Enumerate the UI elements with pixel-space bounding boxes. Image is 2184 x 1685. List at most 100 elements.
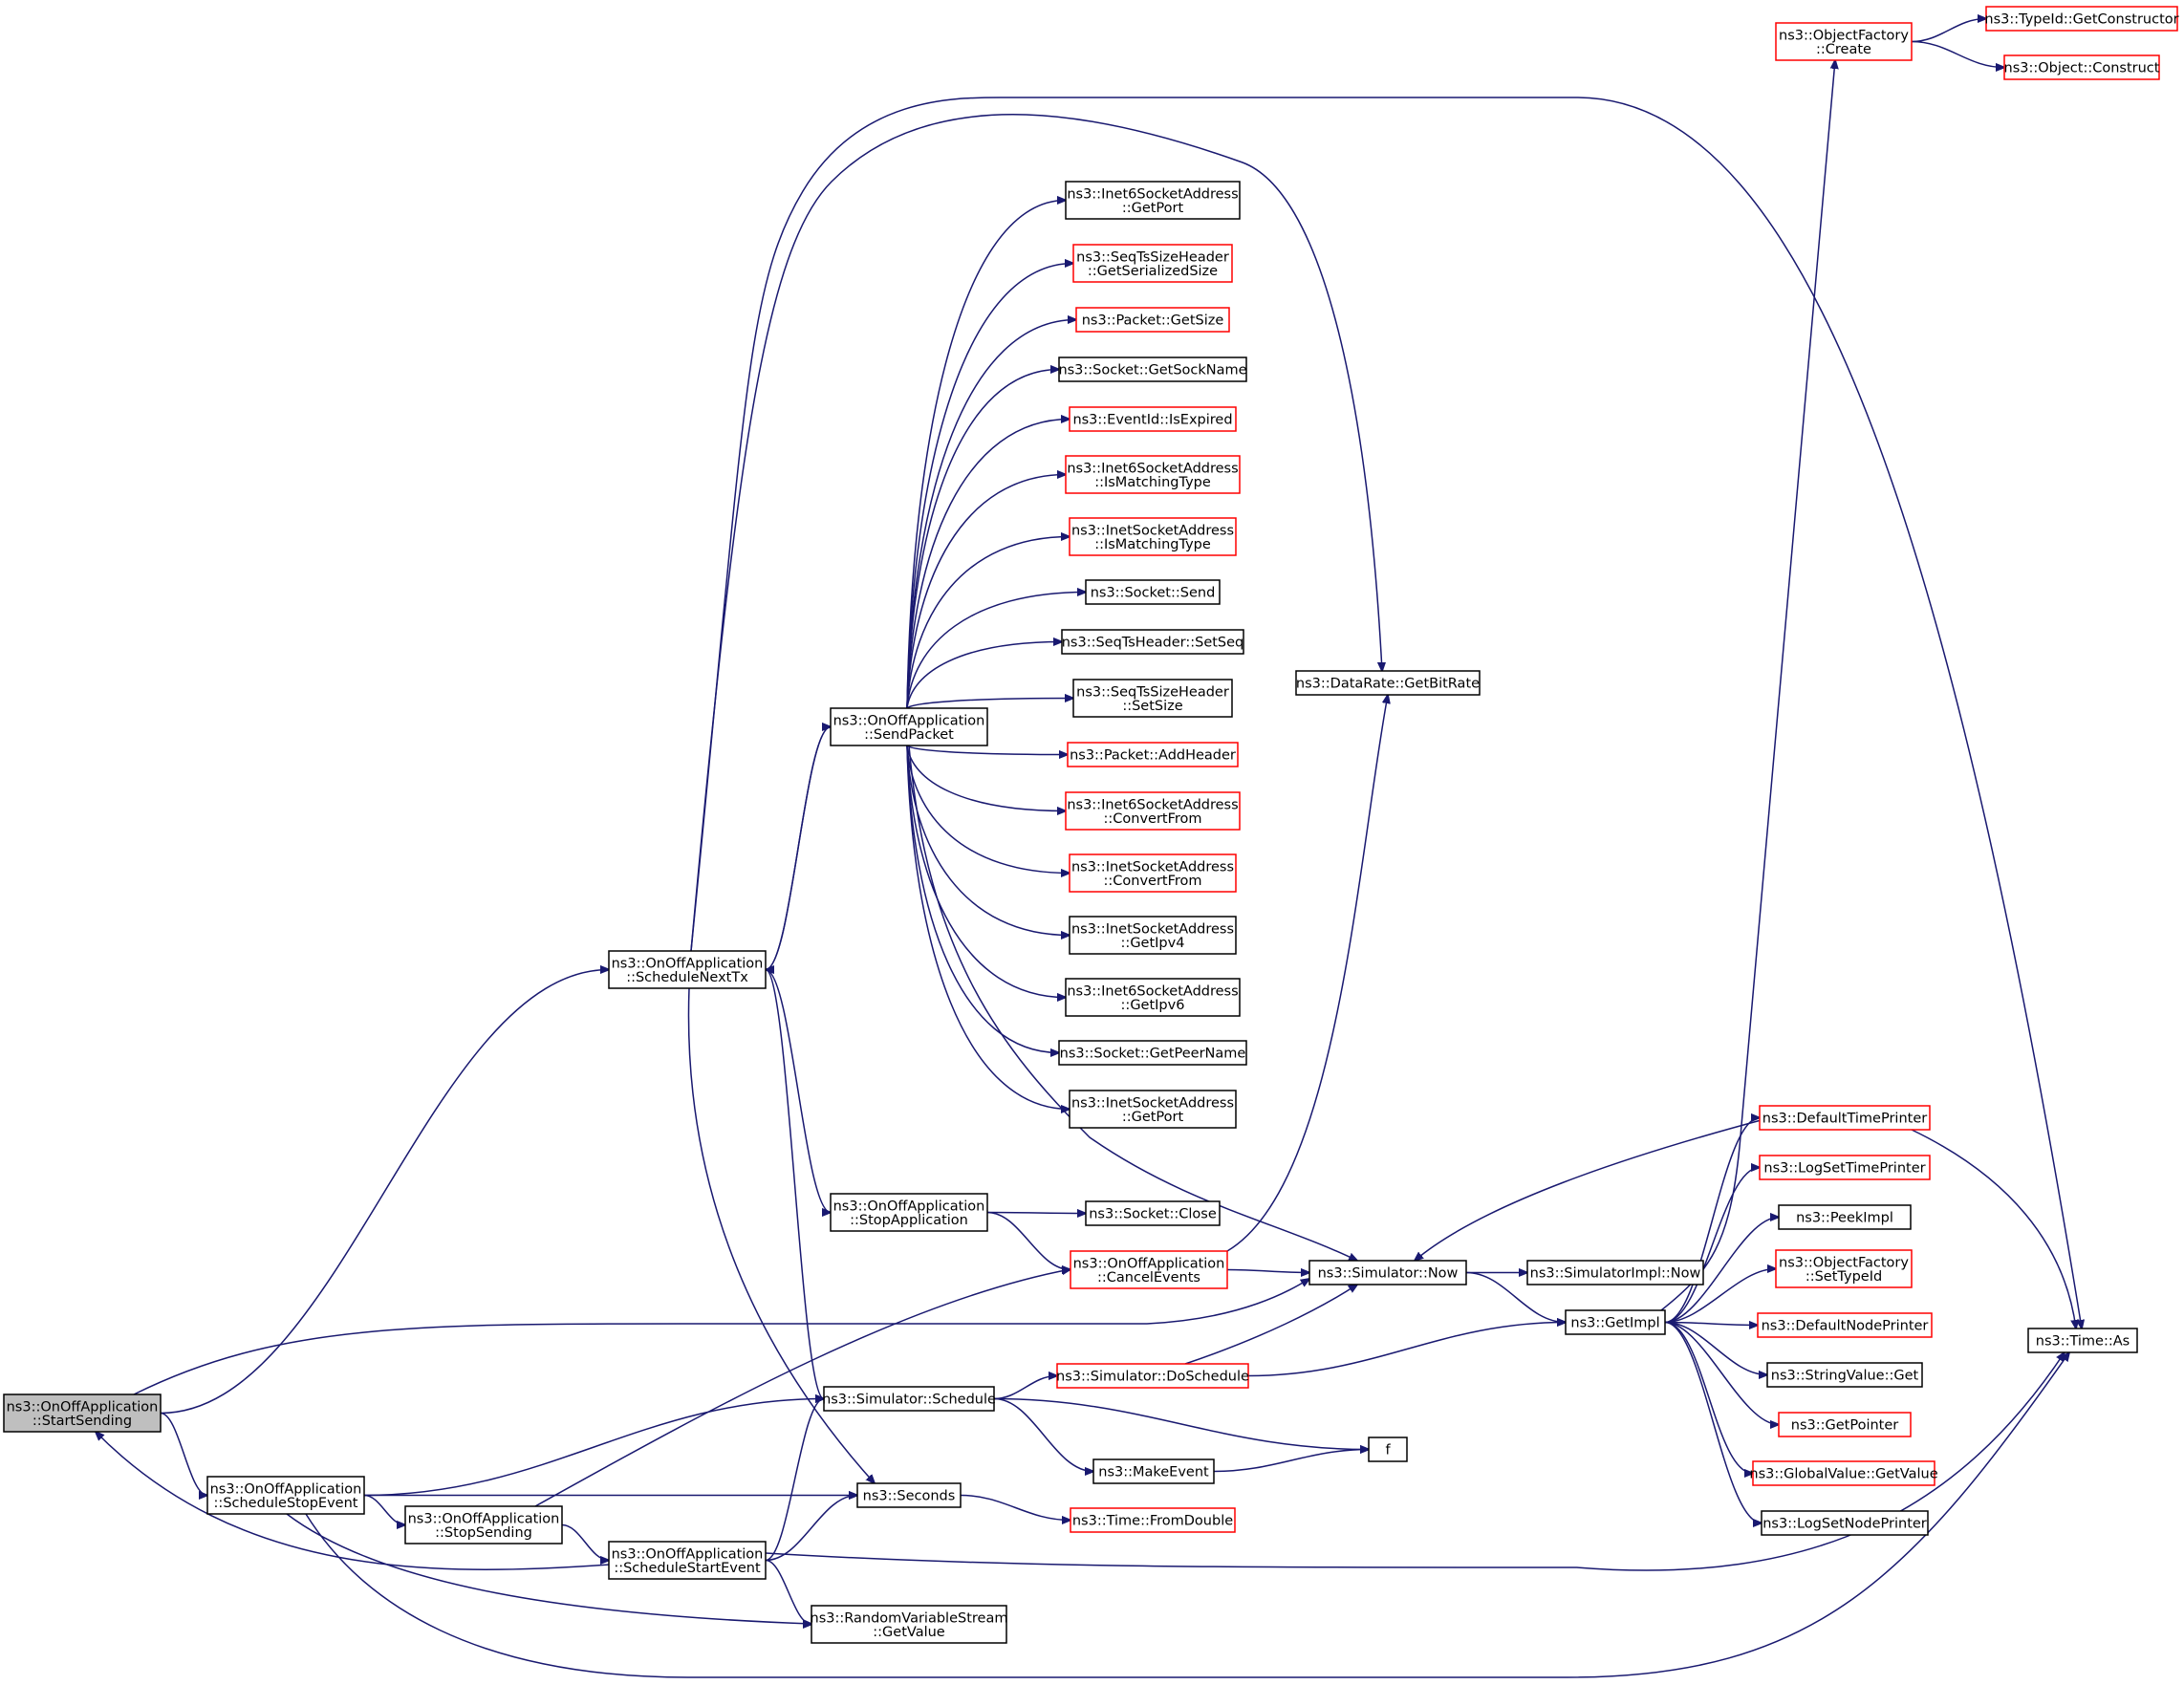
node-box: [1072, 679, 1233, 718]
node-label: ::GetIpv4: [1121, 936, 1185, 951]
node-schedule-next-tx[interactable]: ns3::OnOffApplication::ScheduleNextTx: [608, 950, 767, 989]
edge-send-packet-to-socket-send: [906, 593, 1086, 709]
edge-schedule-start-event-to-simulator-schedule: [765, 1399, 824, 1562]
node-object-construct[interactable]: ns3::Object::Construct: [2003, 54, 2160, 80]
edge-schedule-stop-event-to-simulator-schedule: [363, 1399, 824, 1497]
edge-stop-sending-to-cancel-events: [534, 1269, 1070, 1507]
node-packet-get-size[interactable]: ns3::Packet::GetSize: [1075, 307, 1230, 333]
edge-stop-application-to-cancel-events: [986, 1211, 1070, 1270]
node-inet-get-ipv4[interactable]: ns3::InetSocketAddress::GetIpv4: [1069, 916, 1237, 955]
node-inet-get-port[interactable]: ns3::InetSocketAddress::GetPort: [1069, 1090, 1237, 1129]
nodes-layer: ns3::OnOffApplication::StartSendingns3::…: [3, 6, 2179, 1644]
node-socket-close[interactable]: ns3::Socket::Close: [1085, 1200, 1221, 1226]
node-label: ns3::SimulatorImpl::Now: [1530, 1266, 1701, 1282]
node-rvs-get-value[interactable]: ns3::RandomVariableStream::GetValue: [811, 1605, 1008, 1644]
node-box: [1308, 1260, 1467, 1285]
node-box: [1065, 181, 1241, 220]
node-inet-is-matching[interactable]: ns3::InetSocketAddress::IsMatchingType: [1069, 517, 1237, 556]
node-seqts-get-serialized[interactable]: ns3::SeqTsSizeHeader::GetSerializedSize: [1072, 244, 1233, 283]
node-log-set-node-printer[interactable]: ns3::LogSetNodePrinter: [1761, 1510, 1929, 1536]
node-label: ns3::Inet6SocketAddress: [1067, 983, 1238, 999]
node-typeid-get-constructor[interactable]: ns3::TypeId::GetConstructor: [1984, 6, 2179, 32]
node-datarate-get-bitrate[interactable]: ns3::DataRate::GetBitRate: [1295, 670, 1481, 696]
node-schedule-stop-event[interactable]: ns3::OnOffApplication::ScheduleStopEvent: [206, 1476, 365, 1515]
node-inet6-convert-from[interactable]: ns3::Inet6SocketAddress::ConvertFrom: [1065, 791, 1241, 831]
node-default-time-printer[interactable]: ns3::DefaultTimePrinter: [1759, 1105, 1931, 1131]
node-label: ::CancelEvents: [1097, 1270, 1200, 1285]
edge-get-impl-to-get-pointer: [1664, 1321, 1779, 1425]
node-box: [1295, 670, 1481, 696]
node-stop-application[interactable]: ns3::OnOffApplication::StopApplication: [830, 1193, 988, 1232]
node-box: [1761, 1510, 1929, 1536]
node-simulatorimpl-now[interactable]: ns3::SimulatorImpl::Now: [1526, 1260, 1704, 1285]
node-f[interactable]: f: [1368, 1437, 1408, 1462]
edge-cancel-events-to-datarate-get-bitrate: [1226, 695, 1388, 1252]
node-label: ns3::Socket::GetPeerName: [1060, 1047, 1246, 1062]
edge-schedule-start-event-to-rvs-get-value: [765, 1559, 811, 1625]
node-socket-get-peer-name[interactable]: ns3::Socket::GetPeerName: [1058, 1040, 1247, 1066]
node-get-impl[interactable]: ns3::GetImpl: [1565, 1309, 1666, 1335]
node-object-factory-set-typeid[interactable]: ns3::ObjectFactory::SetTypeId: [1775, 1249, 1913, 1288]
node-inet6-get-ipv6[interactable]: ns3::Inet6SocketAddress::GetIpv6: [1065, 978, 1241, 1017]
edge-send-packet-to-inet6-is-matching: [906, 475, 1066, 709]
node-label: ns3::Object::Construct: [2004, 61, 2160, 76]
node-label: ns3::Inet6SocketAddress: [1067, 461, 1238, 476]
node-simulator-now[interactable]: ns3::Simulator::Now: [1308, 1260, 1467, 1285]
node-label: ::SetSize: [1122, 699, 1182, 714]
node-log-set-time-printer[interactable]: ns3::LogSetTimePrinter: [1759, 1155, 1931, 1180]
node-eventid-is-expired[interactable]: ns3::EventId::IsExpired: [1069, 406, 1237, 432]
edge-get-impl-to-global-value-get-value: [1664, 1321, 1753, 1474]
node-simulator-do-schedule[interactable]: ns3::Simulator::DoSchedule: [1056, 1363, 1249, 1389]
node-seconds[interactable]: ns3::Seconds: [856, 1482, 962, 1508]
node-box: [1085, 1200, 1221, 1226]
node-inet6-is-matching[interactable]: ns3::Inet6SocketAddress::IsMatchingType: [1065, 455, 1241, 494]
node-label: f: [1385, 1443, 1391, 1458]
node-string-value-get[interactable]: ns3::StringValue::Get: [1766, 1362, 1923, 1388]
edge-send-packet-to-inet6-get-port: [906, 201, 1066, 709]
node-label: ns3::Simulator::DoSchedule: [1056, 1370, 1249, 1385]
edge-get-impl-to-object-factory-set-typeid: [1664, 1269, 1776, 1324]
edge-simulator-now-to-get-impl: [1465, 1271, 1566, 1323]
node-label: ns3::OnOffApplication: [833, 713, 985, 728]
edge-object-factory-create-to-typeid-get-constructor: [1911, 19, 1986, 43]
node-box: [1757, 1312, 1933, 1338]
edge-send-packet-to-seqts-get-serialized: [906, 264, 1073, 709]
node-default-node-printer[interactable]: ns3::DefaultNodePrinter: [1757, 1312, 1933, 1338]
node-box: [1070, 1250, 1228, 1289]
node-box: [1058, 1040, 1247, 1066]
node-stop-sending[interactable]: ns3::OnOffApplication::StopSending: [404, 1505, 563, 1545]
node-label: ns3::Simulator::Schedule: [822, 1393, 996, 1408]
node-seqts-set-seq[interactable]: ns3::SeqTsHeader::SetSeq: [1061, 629, 1244, 655]
node-seqts-set-size[interactable]: ns3::SeqTsSizeHeader::SetSize: [1072, 679, 1233, 718]
node-object-factory-create[interactable]: ns3::ObjectFactory::Create: [1775, 22, 1913, 61]
node-send-packet[interactable]: ns3::OnOffApplication::SendPacket: [830, 707, 988, 746]
node-socket-get-sock-name[interactable]: ns3::Socket::GetSockName: [1058, 356, 1247, 382]
node-global-value-get-value[interactable]: ns3::GlobalValue::GetValue: [1749, 1460, 1938, 1486]
node-box: [1070, 1507, 1236, 1533]
node-label: ns3::Simulator::Now: [1318, 1266, 1459, 1282]
node-box: [811, 1605, 1007, 1644]
node-simulator-schedule[interactable]: ns3::Simulator::Schedule: [822, 1386, 996, 1412]
node-inet6-get-port[interactable]: ns3::Inet6SocketAddress::GetPort: [1065, 181, 1241, 220]
edge-get-impl-to-log-set-node-printer: [1664, 1321, 1762, 1523]
node-schedule-start-event[interactable]: ns3::OnOffApplication::ScheduleStartEven…: [608, 1541, 767, 1580]
node-start-sending[interactable]: ns3::OnOffApplication::StartSending: [3, 1393, 162, 1433]
node-time-as[interactable]: ns3::Time::As: [2027, 1328, 2138, 1353]
node-make-event[interactable]: ns3::MakeEvent: [1092, 1458, 1215, 1484]
node-inet-convert-from[interactable]: ns3::InetSocketAddress::ConvertFrom: [1069, 853, 1237, 893]
node-socket-send[interactable]: ns3::Socket::Send: [1085, 579, 1221, 605]
node-peek-impl[interactable]: ns3::PeekImpl: [1778, 1204, 1912, 1230]
node-label: ns3::OnOffApplication: [612, 1546, 764, 1562]
node-packet-add-header[interactable]: ns3::Packet::AddHeader: [1067, 742, 1239, 767]
node-label: ::GetPort: [1122, 201, 1184, 216]
node-label: ::SendPacket: [864, 727, 954, 743]
node-box: [608, 1541, 767, 1580]
node-label: ns3::OnOffApplication: [7, 1399, 159, 1415]
node-box: [823, 1386, 995, 1412]
node-time-from-double[interactable]: ns3::Time::FromDouble: [1070, 1507, 1236, 1533]
node-label: ns3::Time::As: [2036, 1334, 2130, 1350]
node-cancel-events[interactable]: ns3::OnOffApplication::CancelEvents: [1070, 1250, 1228, 1289]
node-box: [404, 1505, 563, 1545]
node-get-pointer[interactable]: ns3::GetPointer: [1778, 1412, 1912, 1437]
